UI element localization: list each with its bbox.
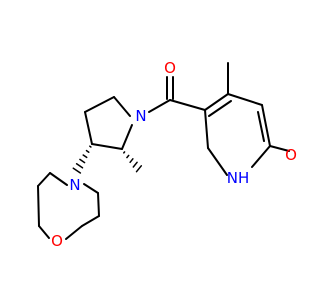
bond-pyr-c4-c3: [84, 111, 93, 145]
bond-morph-c2-c3: [37, 185, 40, 227]
bonds: [37, 62, 290, 240]
bond-carbonyl-ring: [169, 99, 206, 111]
bond-pyr-n-c5: [113, 96, 131, 117]
bond-morph-c3-o: [38, 225, 50, 239]
atom-labels: O N N O NH O: [51, 59, 297, 250]
bond-pyd-c4-c3: [227, 93, 263, 106]
atom-morpholine-nitrogen: N: [69, 176, 80, 194]
hashed-wedge-morpholine: [72, 145, 92, 174]
bond-pyd-nh-c6: [207, 147, 228, 176]
bond-pyr-c5-c4: [84, 96, 115, 113]
atom-pyrrolidine-nitrogen: N: [135, 107, 146, 125]
bond-pyd-c3-c2-b: [257, 111, 265, 142]
bond-pyd-c5-c4-b: [208, 100, 232, 117]
bond-pyr-c3-c2: [91, 143, 123, 150]
molecule-canvas: O N N O NH O: [37, 59, 297, 250]
bond-morph-c5-c6: [97, 192, 100, 217]
bond-morph-n-c1: [49, 172, 68, 186]
atom-pyridone-oxygen: O: [285, 146, 297, 164]
bond-morph-o-c4: [65, 225, 83, 240]
bond-morph-c6-n: [83, 183, 99, 194]
bond-pyr-c2-n: [121, 124, 133, 150]
bond-pyd-c6-c5: [204, 109, 209, 149]
bond-pyd-c3-c2: [261, 104, 271, 147]
bond-pyd-c2-nh: [251, 145, 271, 168]
bond-pyd-c2-o: [269, 145, 290, 152]
bond-morph-c1-c2: [37, 172, 51, 187]
bond-carbonyl-n: [148, 99, 171, 113]
structure-diagram: O N N O NH O: [37, 59, 297, 250]
atom-pyridone-nh: NH: [227, 169, 250, 187]
hashed-wedge-methyl: [123, 151, 143, 173]
atom-morpholine-oxygen: O: [51, 232, 63, 250]
bond-morph-c4-c5: [81, 215, 100, 227]
bond-pyd-c5-c4: [204, 93, 229, 111]
atom-carbonyl-oxygen: O: [164, 59, 176, 77]
